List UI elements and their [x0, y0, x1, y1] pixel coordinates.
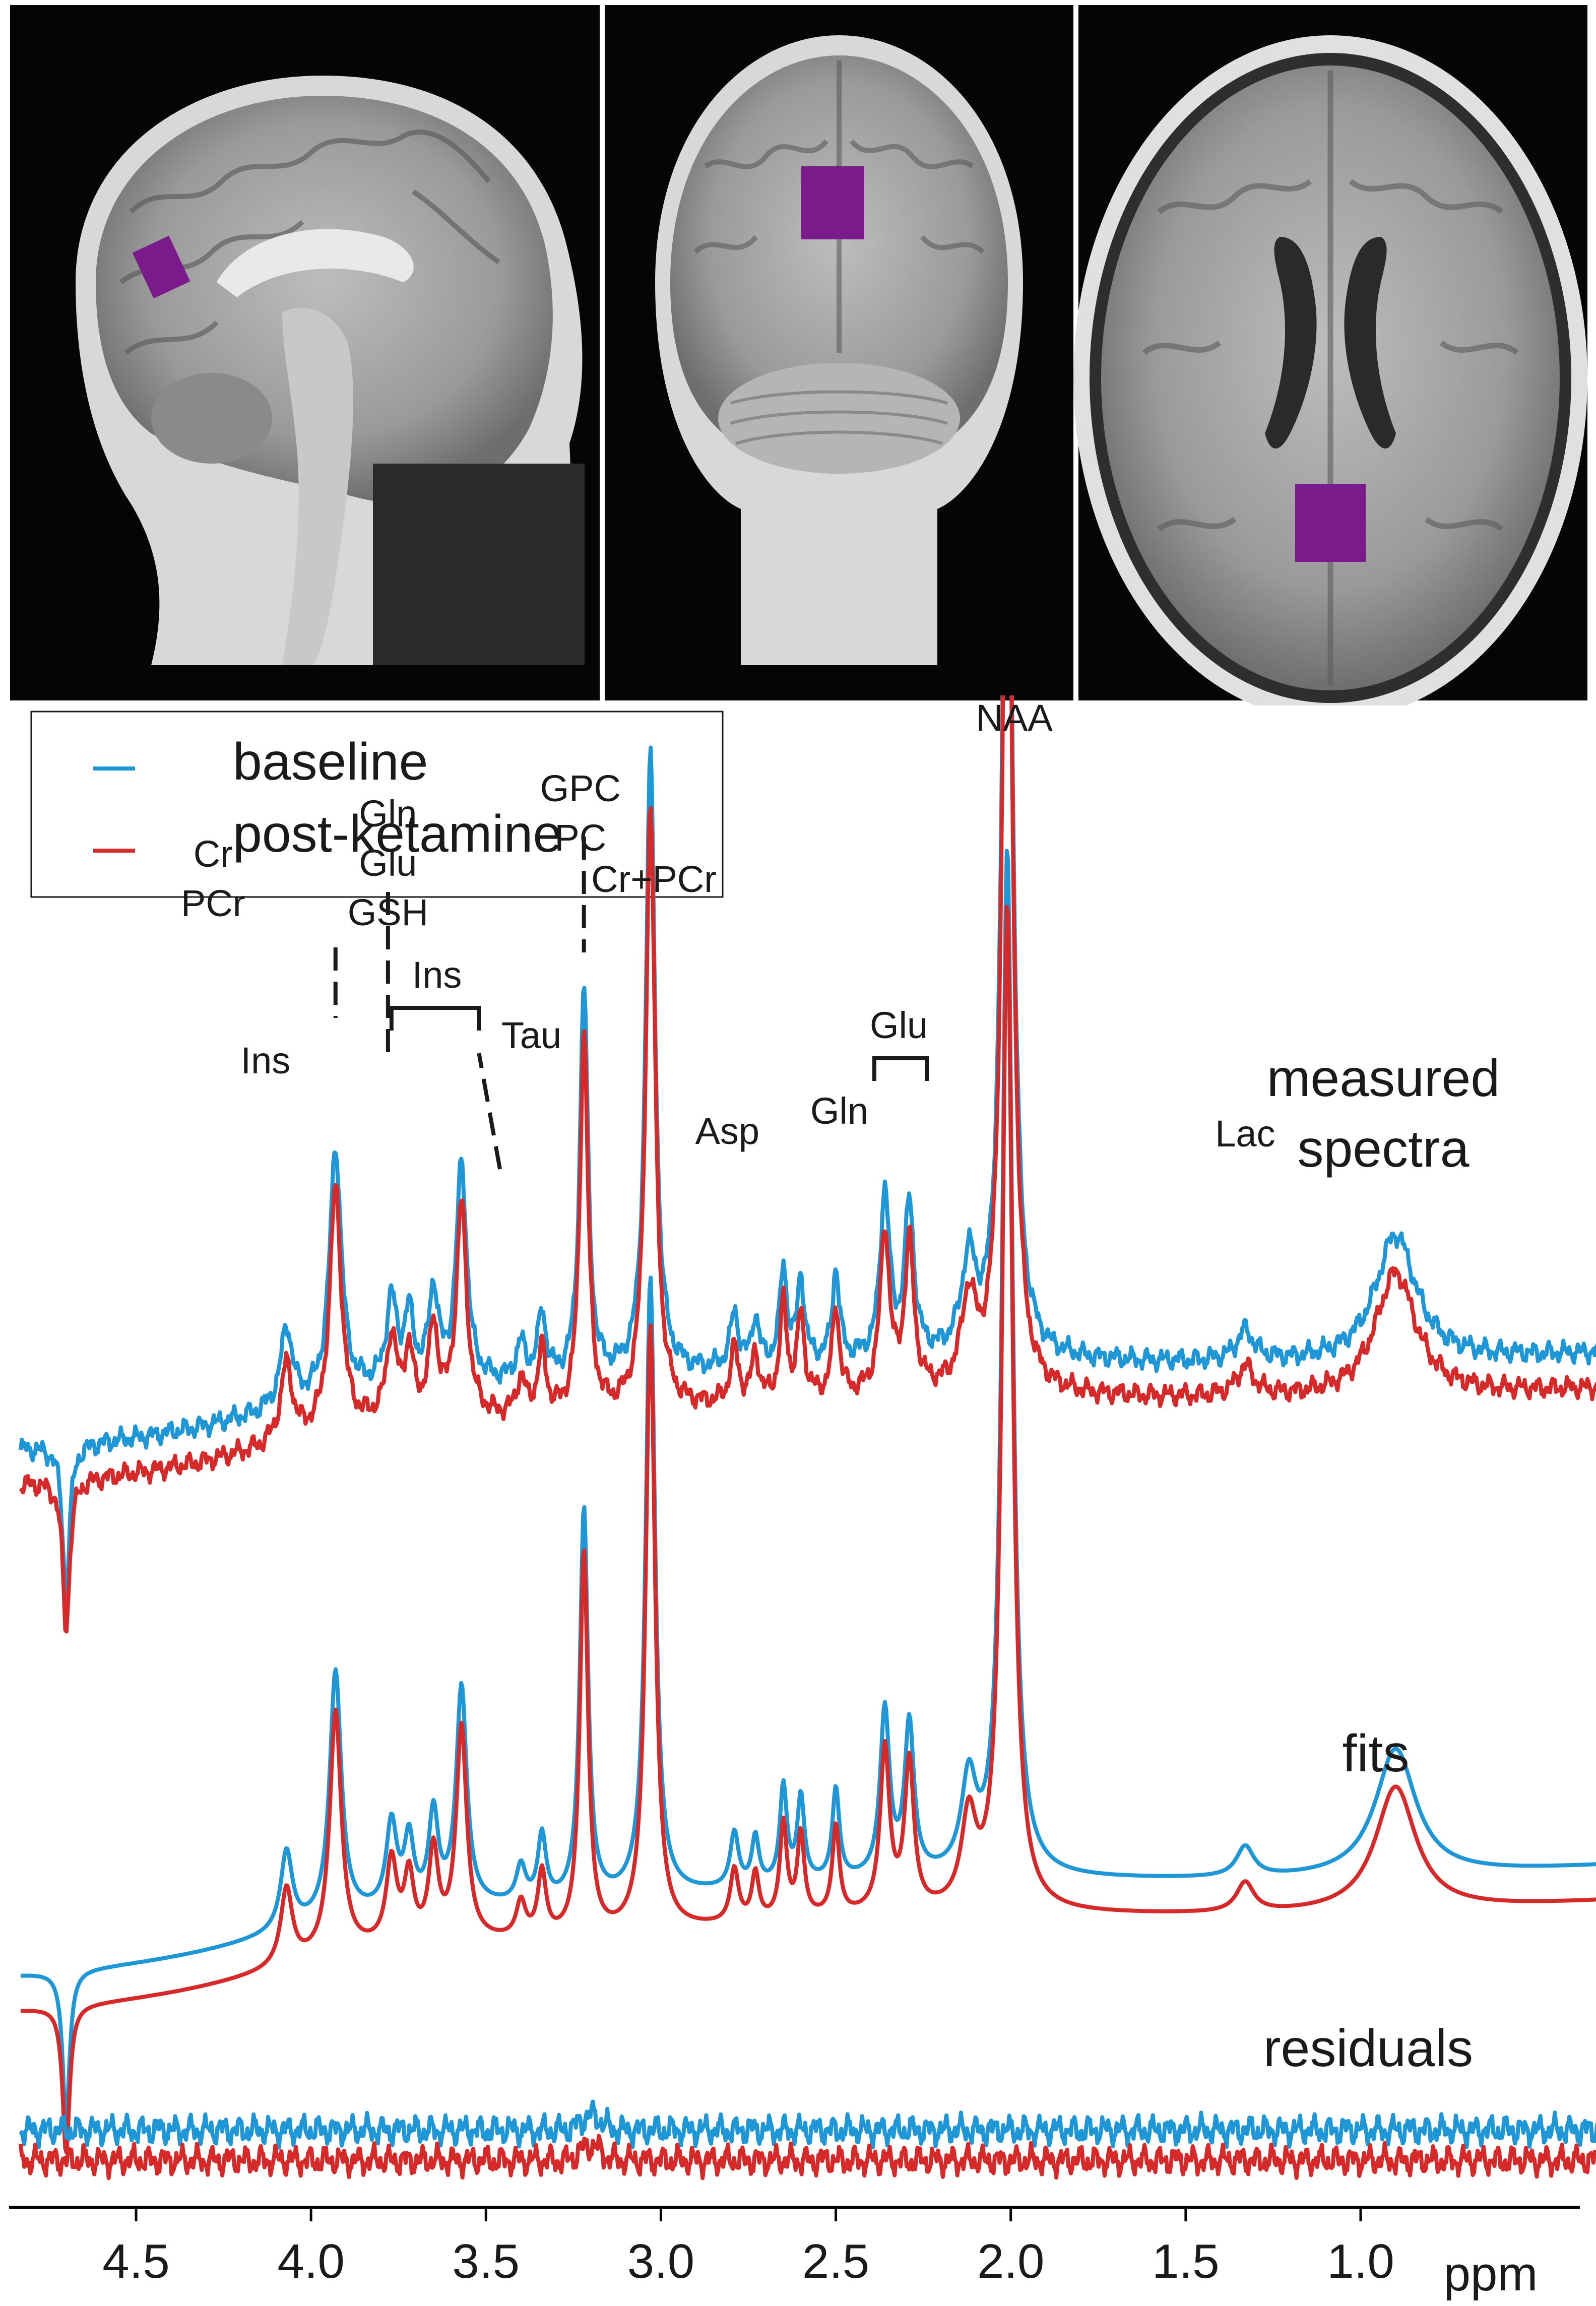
- group-label-residuals: residuals: [1263, 2019, 1473, 2078]
- x-axis: 4.5 4.0 3.5 3.0 2.5 2.0 1.5 1.0 ppm: [9, 2206, 1580, 2301]
- peak-label: Asp: [695, 1110, 760, 1152]
- legend-label-post-ketamine: post-ketamine: [233, 805, 562, 863]
- peak-label: Ins: [241, 1040, 291, 1081]
- peak-label: Cr: [194, 833, 233, 875]
- fit-baseline-line: [20, 849, 1596, 2123]
- mrs-spectra-chart: baseline post-ketamine CrPCrGlnGluGSHIns…: [9, 695, 1596, 2301]
- measured-baseline-line: [18, 695, 1596, 1598]
- legend: baseline post-ketamine: [30, 711, 724, 898]
- fit-post-ketamine-line: [20, 905, 1596, 2155]
- peak-label: NAA: [976, 697, 1053, 739]
- coronal-mri-image: [605, 5, 1073, 700]
- mri-localizer-panel: [0, 0, 1596, 706]
- x-tick-label: 1.5: [1152, 2234, 1219, 2288]
- voxel-marker: [132, 235, 190, 299]
- peak-label: Tau: [501, 1014, 561, 1056]
- peak-label: Cr+PCr: [591, 858, 717, 900]
- group-labels: measured spectra fits residuals: [1263, 1049, 1500, 2078]
- x-tick-label: 1.0: [1327, 2234, 1394, 2288]
- x-tick-label: 4.0: [277, 2234, 344, 2288]
- peak-bracket: [389, 1006, 481, 1031]
- series-layer: [18, 695, 1596, 2181]
- x-axis-ticks: 4.5 4.0 3.5 3.0 2.5 2.0 1.5 1.0: [102, 2207, 1394, 2288]
- legend-label-baseline: baseline: [233, 733, 428, 791]
- sagittal-mri-image: [10, 5, 600, 700]
- peak-leader-line: [477, 1053, 502, 1170]
- peak-label: Gln: [810, 1090, 868, 1132]
- x-tick-label: 2.0: [977, 2234, 1044, 2288]
- peak-label: Ins: [412, 954, 462, 996]
- group-label-fits: fits: [1343, 1724, 1410, 1783]
- peak-label: GPC: [540, 767, 621, 809]
- residual-baseline-line: [19, 2099, 1596, 2150]
- peak-label: PC: [554, 817, 606, 859]
- peak-label: Glu: [359, 842, 417, 884]
- peak-bracket: [872, 1056, 929, 1081]
- voxel-marker: [801, 166, 864, 239]
- peak-label: Gln: [359, 793, 417, 835]
- x-tick-label: 3.0: [627, 2234, 694, 2288]
- voxel-marker: [1295, 484, 1366, 562]
- x-axis-label: ppm: [1444, 2247, 1538, 2301]
- legend-box: [30, 711, 724, 898]
- peak-label: PCr: [181, 882, 245, 924]
- x-tick-label: 4.5: [102, 2234, 169, 2288]
- x-tick-label: 3.5: [453, 2234, 520, 2288]
- axial-mri-image: [1073, 5, 1587, 706]
- group-label-measured: measured: [1267, 1049, 1500, 1108]
- residual-post-ketamine-line: [18, 2134, 1596, 2181]
- group-label-spectra: spectra: [1297, 1120, 1469, 1178]
- peak-label: Glu: [870, 1004, 928, 1046]
- measured-post-ketamine-line: [19, 695, 1596, 1634]
- peak-label: Lac: [1215, 1113, 1275, 1155]
- x-tick-label: 2.5: [802, 2234, 869, 2288]
